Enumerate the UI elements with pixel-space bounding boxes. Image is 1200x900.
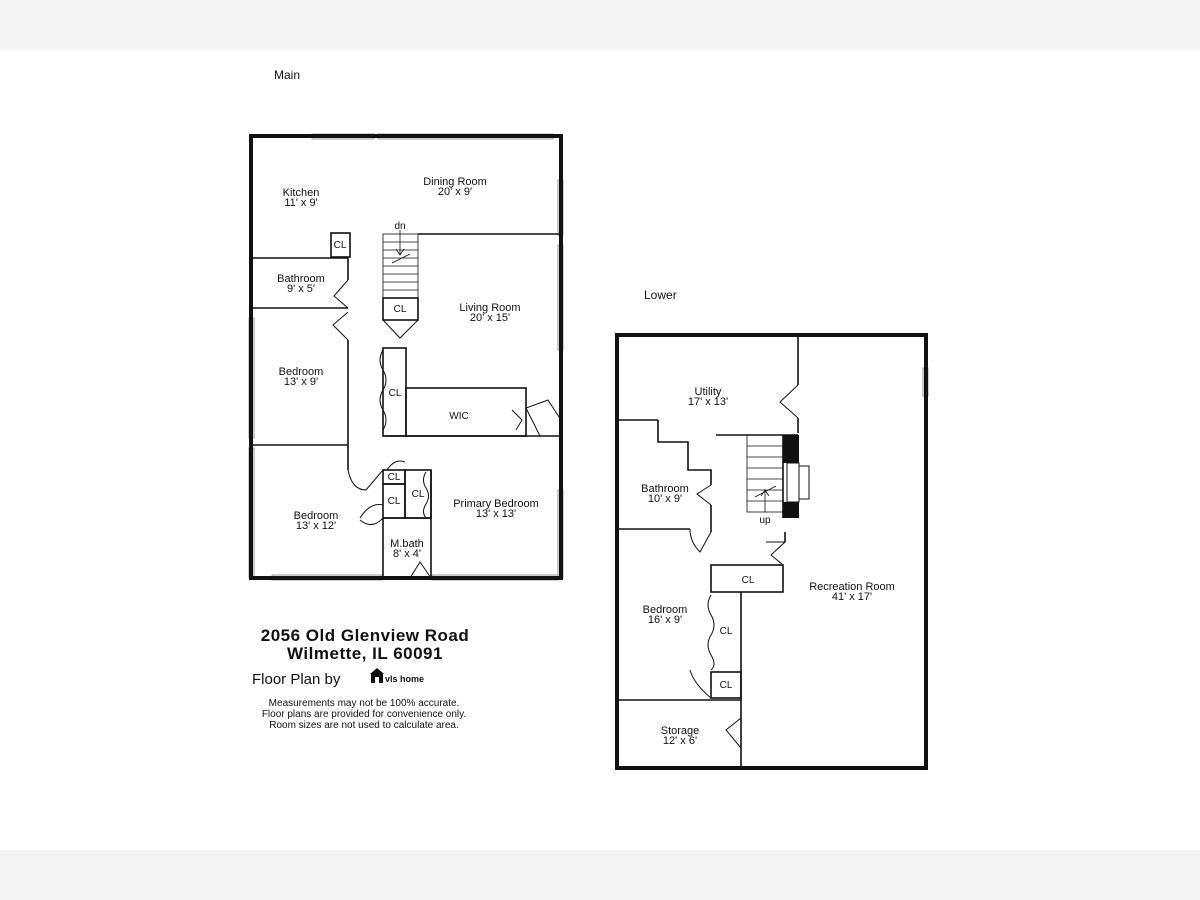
room-name-recreation: Recreation Room	[809, 581, 895, 593]
room-name-bedroom-b: Bedroom	[294, 510, 339, 522]
door	[725, 717, 742, 749]
closet-label: CL	[742, 575, 755, 586]
closet-walls	[382, 347, 407, 437]
room-dims-storage: 12' x 6'	[663, 735, 697, 747]
room-dims-recreation: 41' x 17'	[832, 591, 872, 603]
main-stairs	[382, 230, 419, 299]
door	[779, 384, 799, 419]
room-dims-bedroom-a: 13' x 9'	[284, 376, 318, 388]
credit-brand: vls home	[385, 674, 424, 684]
room-dims-kitchen: 11' x 9'	[284, 197, 317, 209]
disclaimer-block: Measurements may not be 100% accurate. F…	[262, 698, 466, 731]
room-name-bedroom-a: Bedroom	[279, 366, 324, 378]
closet-label: CL	[412, 489, 425, 500]
room-dims-bathroom-lower: 10' x 9'	[648, 493, 682, 505]
fireplace	[786, 462, 800, 503]
closet-door	[707, 594, 715, 671]
main-floor-plan: Main	[248, 68, 564, 581]
closet-door	[379, 349, 387, 431]
chimney-top	[783, 435, 799, 463]
door	[689, 669, 712, 699]
disclaimer-line-1: Measurements may not be 100% accurate.	[269, 698, 460, 709]
room-name-bedroom-lower: Bedroom	[643, 604, 688, 616]
room-name-wic: WIC	[449, 411, 468, 422]
door	[386, 460, 406, 471]
lower-floor-title: Lower	[644, 288, 677, 302]
main-floor-title: Main	[274, 68, 300, 82]
door	[511, 409, 523, 431]
chimney-bottom	[783, 502, 799, 518]
room-dims-dining: 20' x 9'	[438, 186, 472, 198]
closet-walls	[330, 232, 351, 258]
room-name-bathroom: Bathroom	[277, 273, 325, 285]
house-logo-icon	[370, 668, 384, 683]
room-dims-primary: 13' x 13'	[476, 508, 516, 520]
closet-label: CL	[388, 472, 401, 483]
address-line-1: 2056 Old Glenview Road	[261, 626, 469, 645]
door	[347, 469, 384, 491]
main-exterior-wall	[249, 134, 563, 580]
door	[696, 484, 712, 506]
room-name-mbath: M.bath	[390, 538, 424, 550]
stair-direction-label: dn	[394, 221, 405, 232]
door	[332, 311, 349, 341]
closet-label: CL	[394, 304, 407, 315]
lower-exterior-wall	[615, 333, 928, 770]
credit-block: Floor Plan by vls home	[252, 668, 424, 688]
closet-walls	[710, 671, 742, 699]
room-name-utility: Utility	[695, 386, 722, 398]
room-dims-bathroom: 9' x 5'	[287, 283, 315, 295]
closet-walls	[710, 564, 784, 593]
door	[409, 561, 432, 579]
room-name-bathroom-lower: Bathroom	[641, 483, 689, 495]
stair-direction-label: up	[759, 515, 771, 526]
room-name-living: Living Room	[459, 302, 520, 314]
room-dims-utility: 17' x 13'	[688, 396, 728, 408]
lower-stairs	[746, 434, 784, 513]
door	[359, 504, 384, 519]
floor-plan-sheet: Main	[0, 50, 1200, 850]
floor-plan-drawing: Main	[248, 68, 929, 770]
disclaimer-line-3: Room sizes are not used to calculate are…	[269, 720, 459, 731]
room-dims-living: 20' x 15'	[470, 312, 510, 324]
address-line-2: Wilmette, IL 60091	[287, 644, 443, 663]
door	[689, 528, 712, 553]
address-block: 2056 Old Glenview Road Wilmette, IL 6009…	[261, 626, 469, 663]
closet-door	[423, 471, 429, 519]
closet-label: CL	[720, 680, 733, 691]
door	[333, 279, 349, 309]
room-dims-mbath: 8' x 4'	[393, 548, 421, 560]
room-name-storage: Storage	[661, 725, 700, 737]
room-name-dining: Dining Room	[423, 176, 487, 188]
credit-prefix: Floor Plan by	[252, 671, 341, 688]
room-dims-bedroom-lower: 16' x 9'	[648, 614, 682, 626]
door	[766, 541, 787, 566]
wall	[657, 420, 712, 485]
door	[382, 298, 419, 339]
room-name-kitchen: Kitchen	[283, 187, 320, 199]
closet-label: CL	[389, 388, 402, 399]
closet-label: CL	[720, 626, 733, 637]
closet-walls	[404, 469, 432, 519]
room-name-primary: Primary Bedroom	[453, 498, 539, 510]
door	[525, 399, 562, 437]
lower-floor-plan: Lower	[615, 288, 929, 770]
closet-label: CL	[388, 496, 401, 507]
door	[359, 517, 384, 525]
hearth	[798, 465, 810, 500]
closet-label: CL	[334, 240, 347, 251]
disclaimer-line-2: Floor plans are provided for convenience…	[262, 709, 466, 720]
room-dims-bedroom-b: 13' x 12'	[296, 520, 336, 532]
